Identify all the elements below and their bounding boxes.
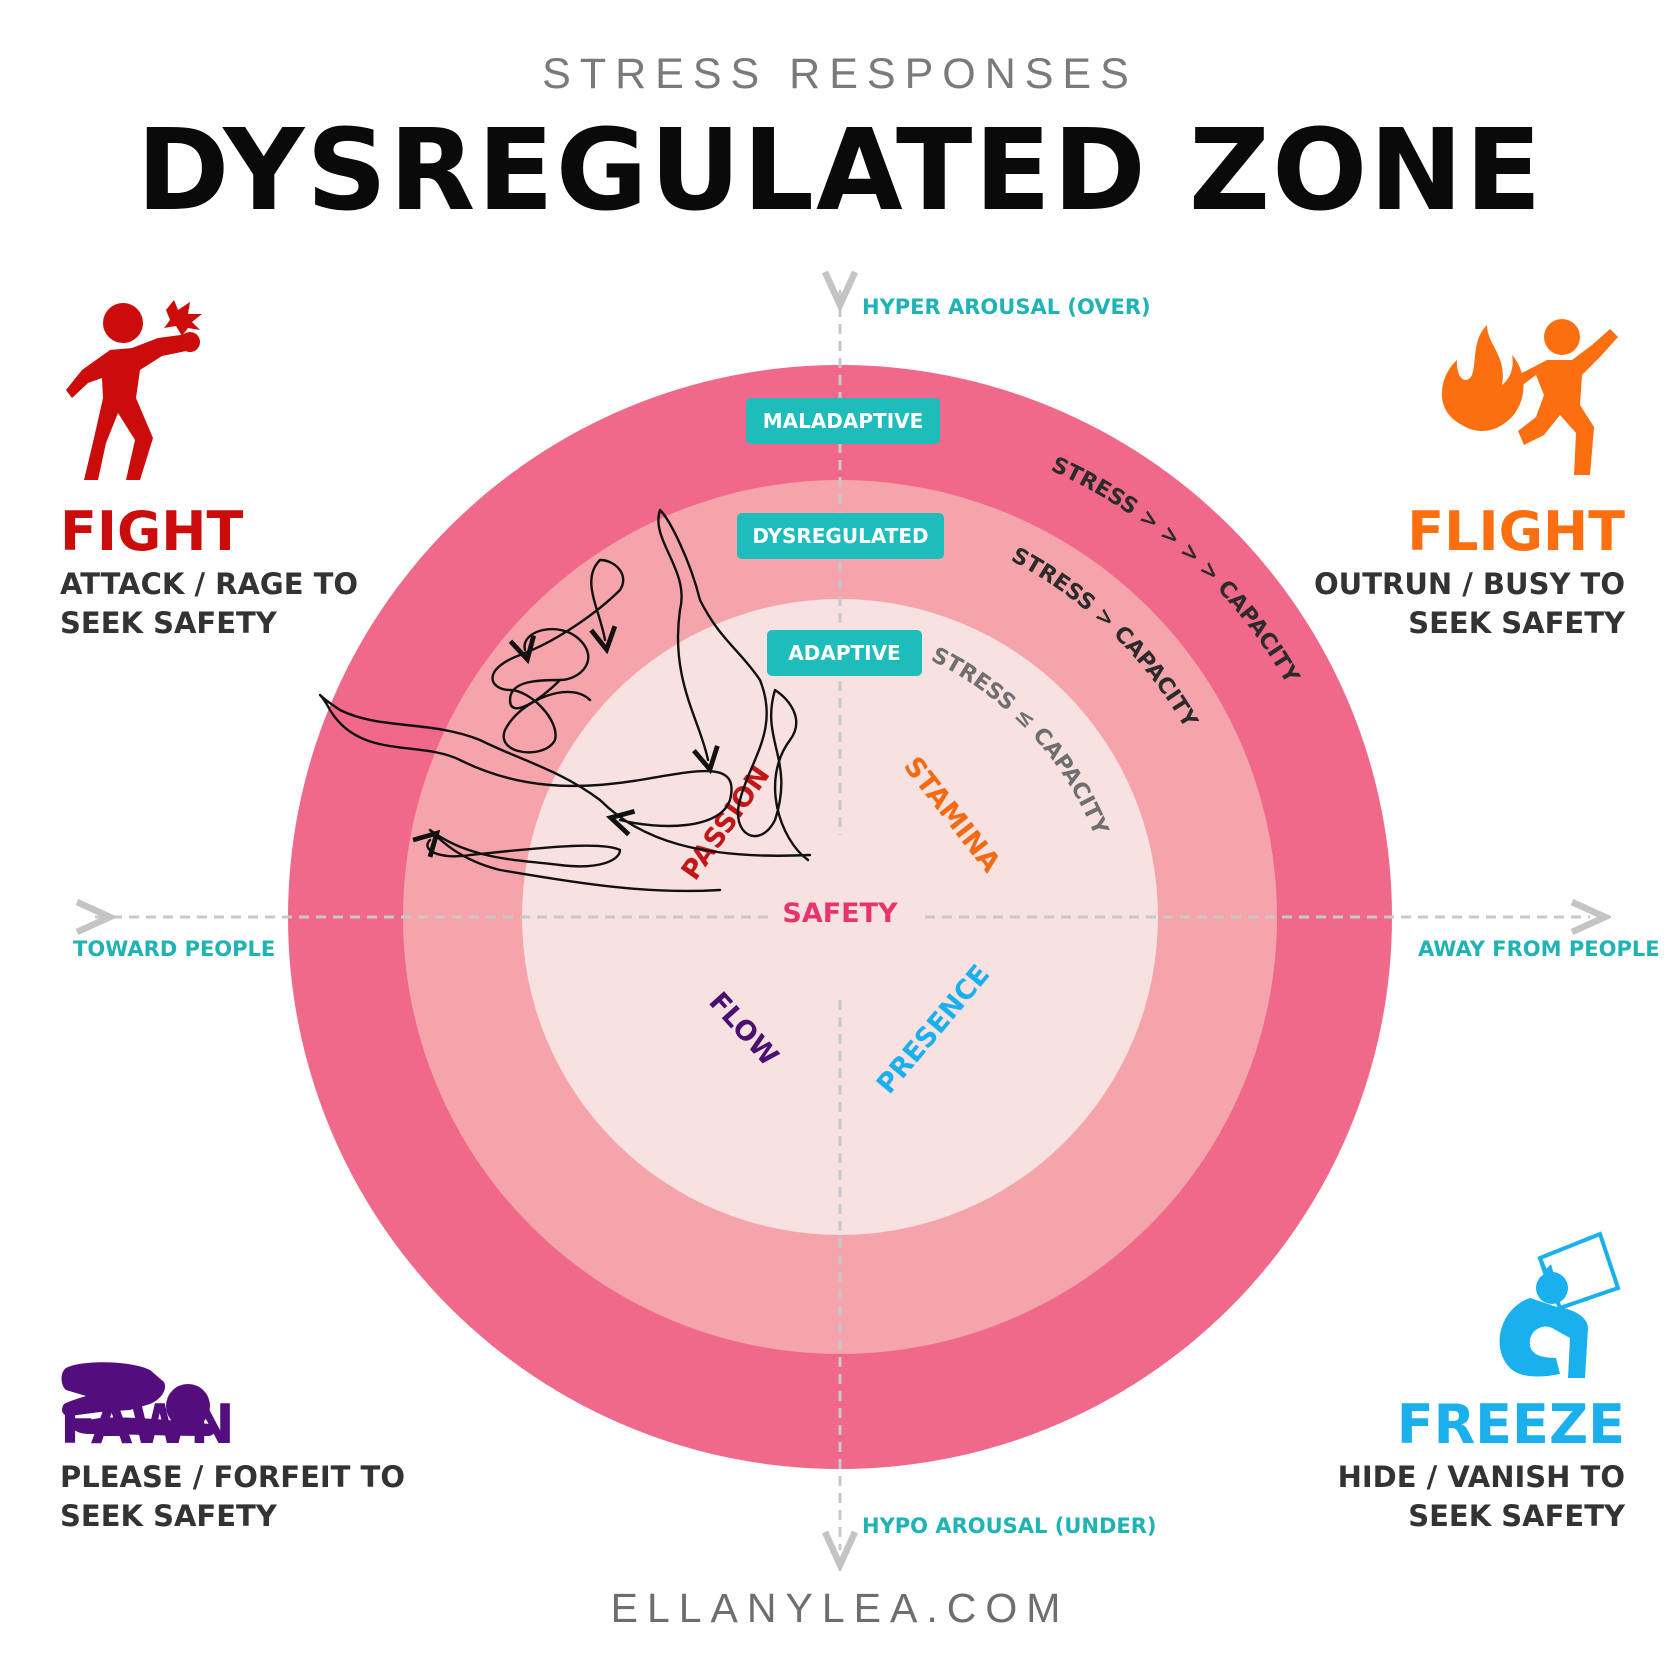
adaptive-core (522, 599, 1158, 1235)
dysregulation-scribbles (318, 508, 812, 893)
punching-person-icon (66, 300, 202, 480)
fight-description: ATTACK / RAGE TO SEEK SAFETY (60, 567, 359, 640)
flight-description: OUTRUN / BUSY TO SEEK SAFETY (1314, 567, 1625, 640)
fawn-description: PLEASE / FORFEIT TO SEEK SAFETY (60, 1460, 405, 1533)
safety-label: SAFETY (782, 898, 898, 929)
dysregulated-badge: DYSREGULATED (737, 513, 944, 559)
away-from-people-label: AWAY FROM PEOPLE (1418, 937, 1660, 961)
fight-title: FIGHT (60, 500, 244, 563)
diagram-kicker: STRESS RESPONSES (542, 50, 1138, 98)
bowing-person-icon (61, 1362, 216, 1436)
toward-people-label: TOWARD PEOPLE (73, 937, 276, 961)
freeze-title: FREEZE (1396, 1393, 1625, 1456)
running-from-fire-icon (1441, 319, 1618, 475)
freeze-description: HIDE / VANISH TO SEEK SAFETY (1337, 1460, 1625, 1533)
adaptive-badge: ADAPTIVE (767, 630, 922, 676)
flight-title: FLIGHT (1407, 500, 1625, 563)
hyper-arousal-label: HYPER AROUSAL (OVER) (862, 295, 1151, 319)
maladaptive-badge: MALADAPTIVE (746, 398, 940, 444)
hypo-arousal-label: HYPO AROUSAL (UNDER) (862, 1514, 1157, 1538)
hiding-person-icon (1499, 1231, 1621, 1378)
footer-website: ELLANYLEA.COM (610, 1585, 1070, 1631)
fawn-title: FAWN (60, 1393, 235, 1456)
diagram-title: DYSREGULATED ZONE (136, 106, 1544, 236)
